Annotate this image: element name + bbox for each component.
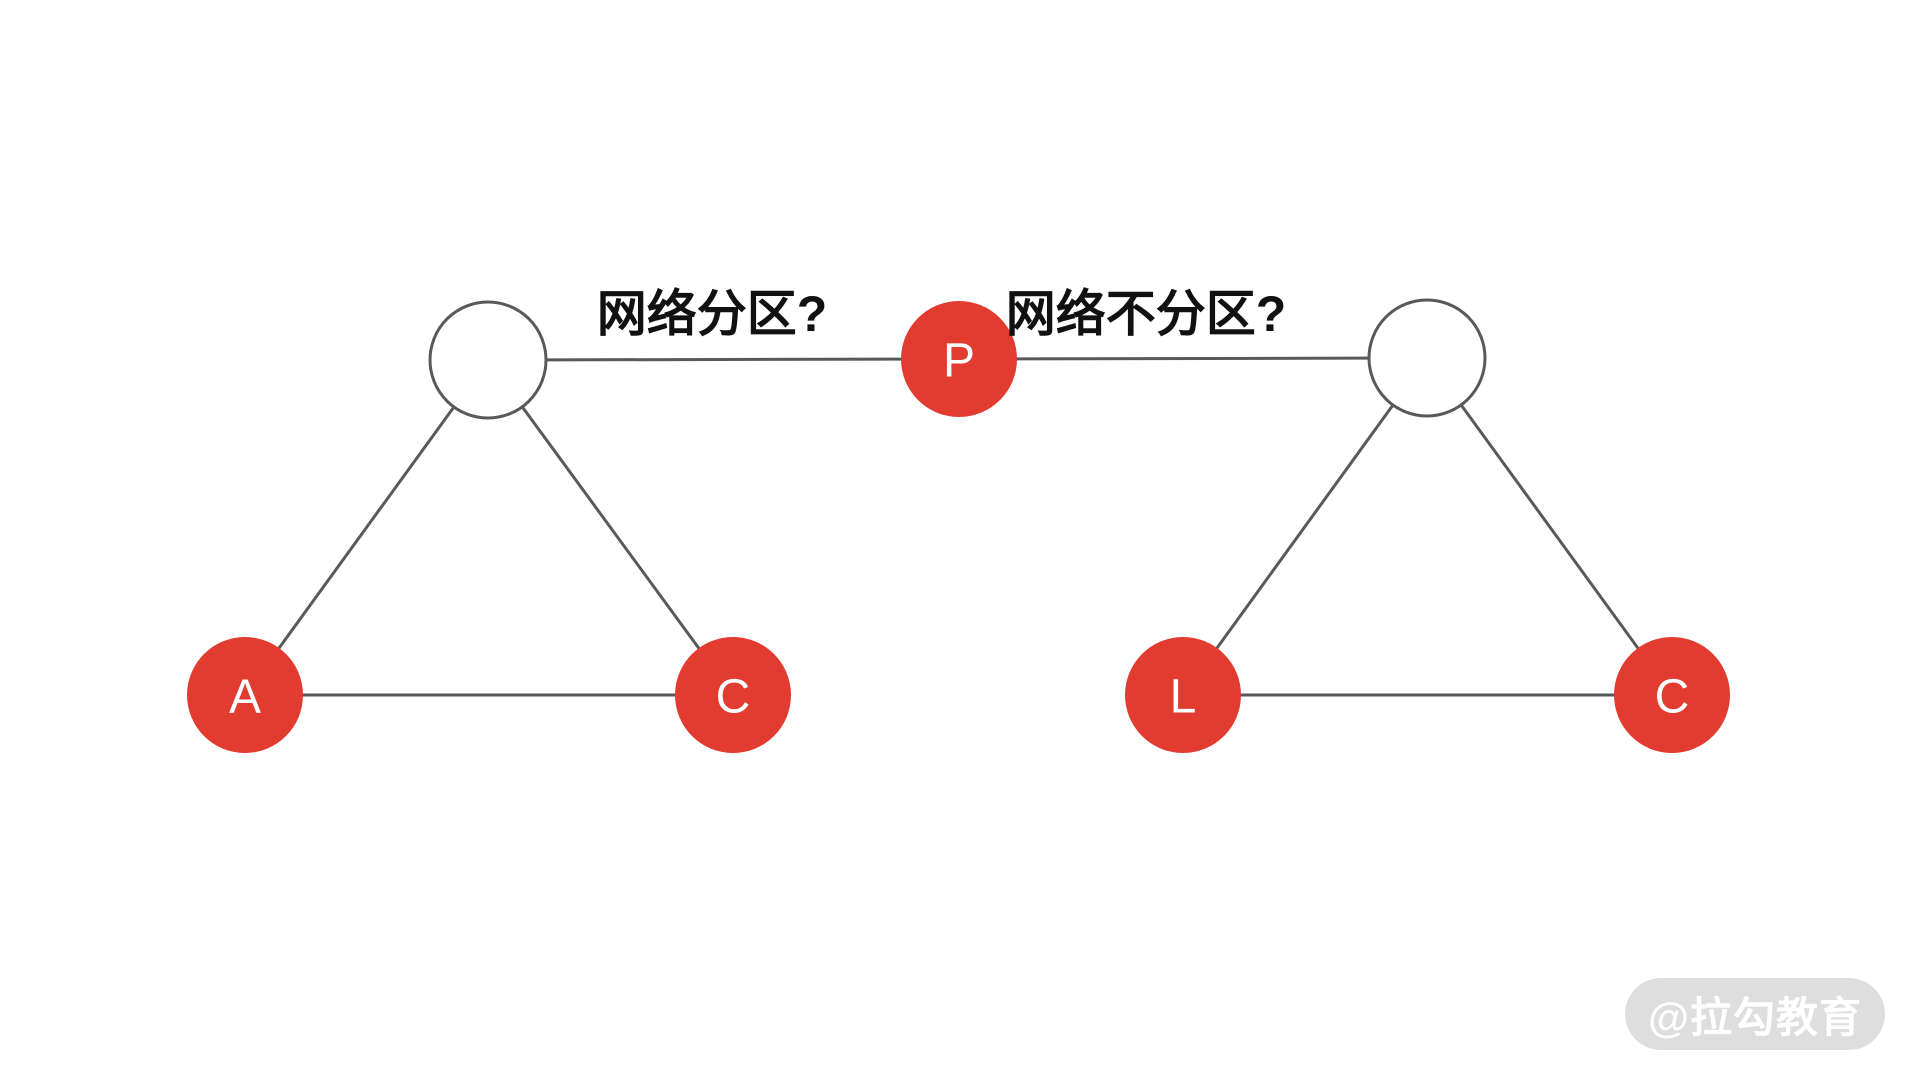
node-right-c: C <box>1614 637 1730 753</box>
edge-right-top-right-l <box>1181 357 1429 696</box>
node-label-left-a: A <box>229 671 261 724</box>
node-left-a: A <box>187 637 303 753</box>
red-node-circle <box>1614 637 1730 753</box>
node-left-c: C <box>675 637 791 753</box>
edge-label-no-partition-question: 网络不分区? <box>1006 286 1287 342</box>
red-node-circle <box>187 637 303 753</box>
watermark-badge: @拉勾教育 <box>1625 978 1885 1050</box>
edge-left-top-p <box>487 357 960 362</box>
edge-p-right-top <box>958 356 1428 361</box>
edge-left-top-left-c <box>486 359 735 696</box>
white-node-circle <box>1367 298 1487 418</box>
node-label-p: P <box>943 335 975 388</box>
node-label-right-c: C <box>1655 671 1690 724</box>
node-left-top <box>428 300 548 420</box>
node-right-top <box>1367 298 1487 418</box>
node-right-l: L <box>1125 637 1241 753</box>
node-p: P <box>901 301 1017 417</box>
watermark-text: @拉勾教育 <box>1648 993 1862 1041</box>
white-node-circle <box>428 300 548 420</box>
red-node-circle <box>901 301 1017 417</box>
edge-label-partition-question: 网络分区? <box>597 286 828 342</box>
edge-right-top-right-c <box>1425 357 1674 696</box>
red-node-circle <box>1125 637 1241 753</box>
node-label-right-l: L <box>1170 671 1197 724</box>
red-node-circle <box>675 637 791 753</box>
node-label-left-c: C <box>716 671 751 724</box>
edge-left-top-left-a <box>243 359 490 696</box>
